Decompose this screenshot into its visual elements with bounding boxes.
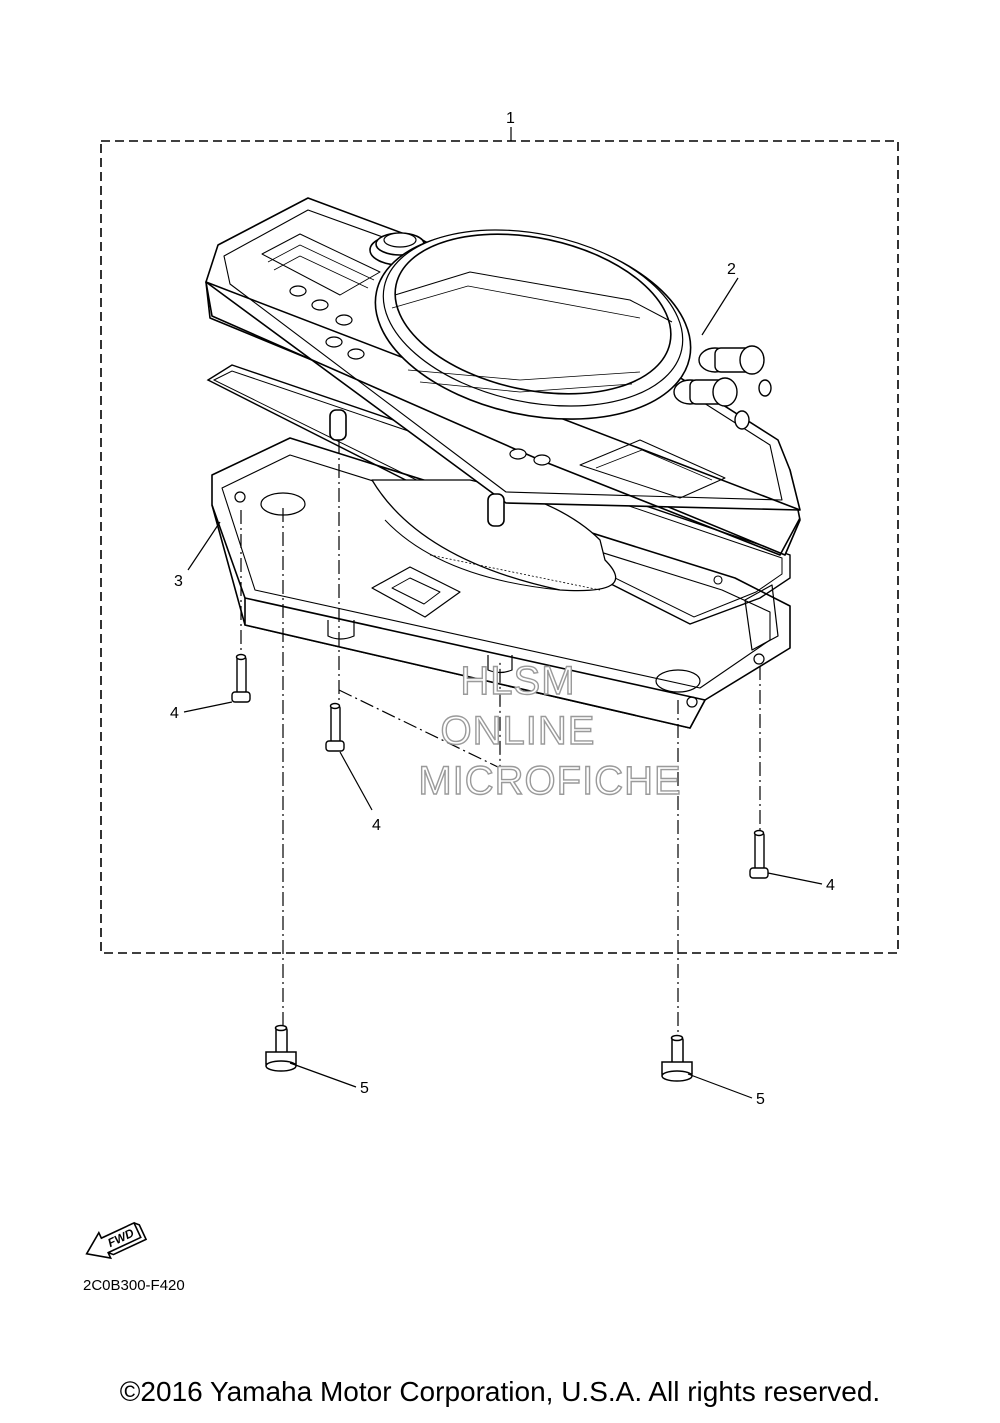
label-meter-unit: 2 xyxy=(727,261,736,278)
label-screw-center: 4 xyxy=(372,817,381,834)
label-screw-left: 4 xyxy=(170,705,179,722)
watermark: HLSM ONLINE MICROFICHE xyxy=(418,658,682,803)
svg-text:HLSM: HLSM xyxy=(460,659,575,703)
gasket xyxy=(206,364,791,625)
meter-case xyxy=(211,437,791,729)
screw-center xyxy=(325,702,345,752)
fwd-arrow-icon: FWD xyxy=(85,1221,148,1260)
label-bolt-left: 5 xyxy=(360,1080,369,1097)
assembly-frame xyxy=(100,140,899,954)
svg-text:ONLINE: ONLINE xyxy=(441,709,596,753)
label-assembly: 1 xyxy=(506,110,515,127)
label-case: 3 xyxy=(174,573,183,590)
label-screw-right: 4 xyxy=(826,877,835,894)
bolt-right xyxy=(661,1034,693,1082)
drawing-code: 2C0B300-F420 xyxy=(83,1277,185,1294)
label-bolt-right: 5 xyxy=(756,1091,765,1108)
screw-right xyxy=(749,829,769,879)
gasket-inner xyxy=(212,370,783,618)
meter-unit xyxy=(205,197,801,592)
svg-text:MICROFICHE: MICROFICHE xyxy=(418,759,681,803)
leaders xyxy=(183,277,823,1099)
screw-left xyxy=(231,653,251,703)
bolt-left xyxy=(265,1024,297,1072)
alignment-lines xyxy=(240,440,761,1035)
copyright-notice: ©2016 Yamaha Motor Corporation, U.S.A. A… xyxy=(119,1376,881,1407)
